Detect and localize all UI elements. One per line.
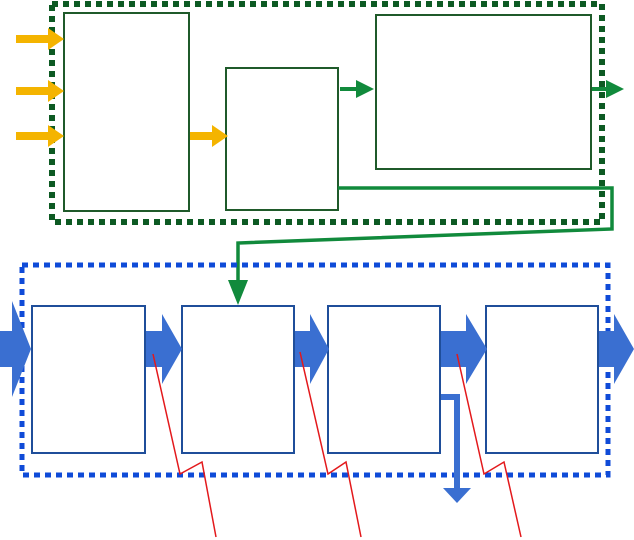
red-line-2 xyxy=(299,351,362,538)
box2-to-box3-arrow xyxy=(340,80,374,98)
branch-down-arrow xyxy=(441,394,471,503)
bottom-box-3 xyxy=(327,305,441,454)
input-arrow-1 xyxy=(16,28,64,50)
bottom-box-2 xyxy=(181,305,295,454)
input-arrows xyxy=(16,28,228,147)
flow-arrow-3 xyxy=(441,314,487,384)
bottom-output-arrow xyxy=(599,314,634,384)
bottom-input-arrow xyxy=(0,301,31,397)
input-arrow-3 xyxy=(16,125,64,147)
red-line-1 xyxy=(152,353,217,538)
top-to-bottom-connector xyxy=(228,186,614,305)
flow-arrow-1 xyxy=(146,314,182,384)
top-box-1 xyxy=(63,12,190,212)
branch-down-arrowhead xyxy=(443,488,471,503)
green-arrows xyxy=(340,80,624,98)
top-group xyxy=(49,1,605,225)
top-output-arrow xyxy=(592,80,624,98)
bottom-box-1 xyxy=(31,305,146,454)
flow-arrow-2 xyxy=(295,314,329,384)
red-leader-lines xyxy=(152,351,522,538)
top-to-bottom-arrowhead xyxy=(228,280,248,305)
box1-to-box2-arrow xyxy=(190,125,228,147)
red-line-3 xyxy=(456,353,522,538)
top-box-2 xyxy=(225,67,339,211)
input-arrow-2 xyxy=(16,80,64,102)
top-group-border xyxy=(49,1,605,225)
bottom-box-4 xyxy=(485,305,599,454)
top-box-3 xyxy=(375,14,592,170)
